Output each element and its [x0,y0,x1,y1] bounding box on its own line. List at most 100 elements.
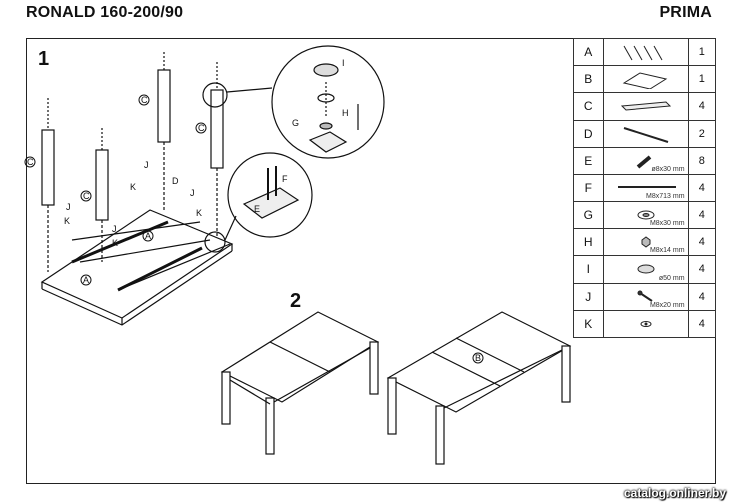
part-dimension: ø50 mm [658,274,685,282]
step-number-1: 1 [38,48,50,70]
part-picture [602,37,689,67]
callout-a-2: A [142,230,154,242]
part-picture: ø8x30 mm [602,146,689,175]
part-letter: I [573,255,604,284]
threaded-rod-icon [617,185,676,188]
part-count: 4 [687,282,717,311]
part-count: 4 [687,309,717,339]
callout-e: E [254,204,260,214]
callout-k-4: K [196,208,202,218]
callout-j-4: J [190,188,195,198]
part-letter: G [573,201,604,230]
small-washer-icon [640,320,652,327]
part-count: 4 [687,92,717,121]
part-dimension: ø8x30 mm [651,165,685,173]
svg-text:C: C [83,191,90,201]
callout-j-2: J [112,224,117,234]
leg-icon [620,101,671,111]
screws-icon [623,45,662,61]
part-picture [602,92,689,121]
svg-text:A: A [145,231,151,241]
cap-icon [637,264,655,274]
part-picture: M8x14 mm [602,228,689,257]
part-count: 4 [687,201,717,230]
part-count: 4 [687,173,717,203]
document-title: RONALD 160-200/90 [26,4,184,21]
callout-k-1: K [64,216,70,226]
brand-name: PRIMA [659,4,712,21]
watermark: catalog.onliner.by [623,486,726,500]
dowel-icon [636,155,651,169]
legs [41,52,224,272]
callout-a-1: A [80,274,92,286]
callout-c-1: C [24,156,36,168]
svg-text:C: C [198,123,205,133]
callout-c-2: C [80,190,92,202]
part-picture: M8x30 mm [602,201,689,230]
part-count: 1 [687,65,717,94]
part-picture: ø50 mm [602,255,689,284]
part-count: 8 [687,146,717,175]
callout-k-3: K [130,182,136,192]
nut-icon [641,236,651,248]
part-picture: M8x20 mm [602,282,689,311]
part-letter: E [573,146,604,175]
part-letter: D [573,119,604,148]
step-number-2: 2 [290,290,302,312]
detail-marker-top [202,82,228,108]
part-letter: J [573,282,604,311]
svg-text:C: C [141,95,148,105]
side-rails [71,220,203,292]
part-picture: M8x713 mm [602,173,689,203]
part-picture [602,309,689,339]
part-letter: K [573,309,604,339]
part-letter: H [573,228,604,257]
callout-k-2: K [112,238,118,248]
callout-d: D [172,176,179,186]
part-letter: F [573,173,604,203]
callout-f: F [282,174,288,184]
part-count: 4 [687,255,717,284]
part-count: 2 [687,119,717,148]
callout-g: G [292,118,299,128]
part-dimension: M8x20 mm [649,301,685,309]
part-letter: B [573,65,604,94]
part-picture [602,65,689,94]
table-extended [386,311,572,465]
part-letter: A [573,37,604,67]
part-count: 1 [687,37,717,67]
part-dimension: M8x713 mm [646,193,685,201]
callout-b: B [472,352,484,364]
callout-c-3: C [138,94,150,106]
part-picture [602,119,689,148]
washer-icon [637,210,655,220]
detail-marker-bottom [204,231,226,253]
callout-j-3: J [144,160,149,170]
instruction-frame [26,38,716,484]
bolt-icon [637,290,653,302]
table-closed [220,311,380,455]
callout-h: H [342,108,349,118]
svg-text:A: A [83,275,89,285]
svg-text:C: C [27,157,34,167]
callout-j-1: J [66,202,71,212]
part-letter: C [573,92,604,121]
rail-icon [623,126,668,143]
callout-c-4: C [195,122,207,134]
allen-key-icon [622,72,667,90]
svg-text:B: B [475,353,481,363]
tabletop-underside [40,209,234,326]
part-dimension: M8x14 mm [649,247,685,255]
callout-i: I [342,58,345,68]
